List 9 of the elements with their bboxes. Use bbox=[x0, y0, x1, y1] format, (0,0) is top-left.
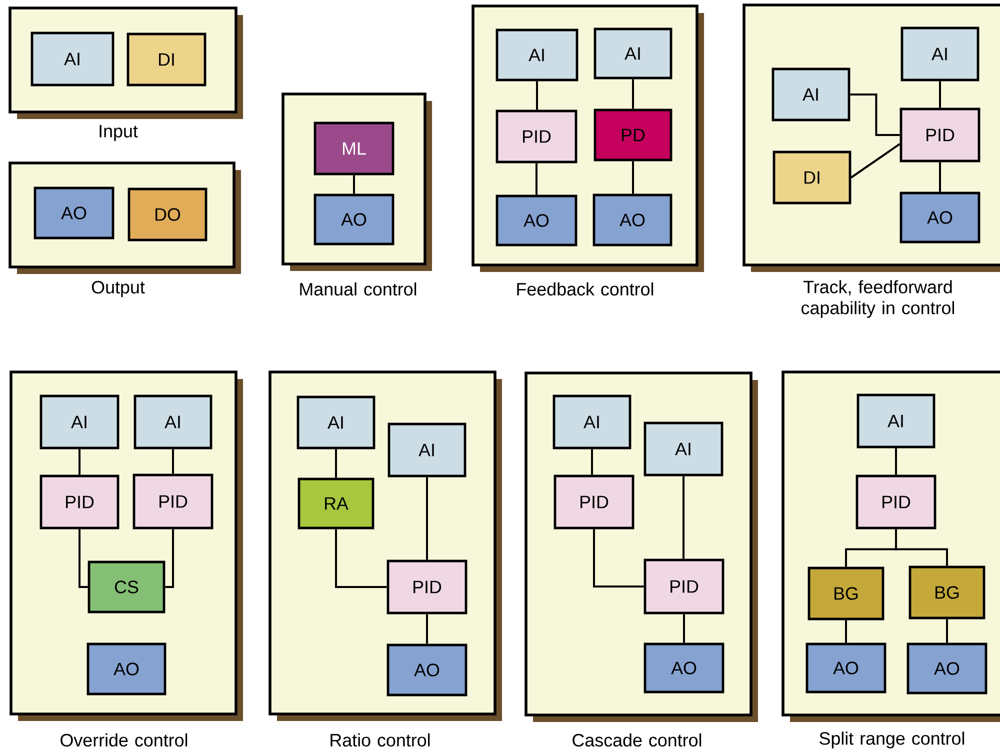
panel-caption: Input bbox=[100, 124, 138, 142]
panel-caption: Output bbox=[92, 280, 145, 298]
panel-caption: Split range control bbox=[820, 732, 964, 748]
panel-caption: Track, feedforward capability in control bbox=[802, 280, 954, 318]
panel-caption: Ratio control bbox=[330, 733, 430, 747]
panel-caption: Override control bbox=[60, 733, 188, 747]
panel-caption: Feedback control bbox=[517, 282, 654, 296]
panel-caption: Cascade control bbox=[572, 733, 702, 747]
panel-caption: Manual control bbox=[300, 282, 416, 296]
